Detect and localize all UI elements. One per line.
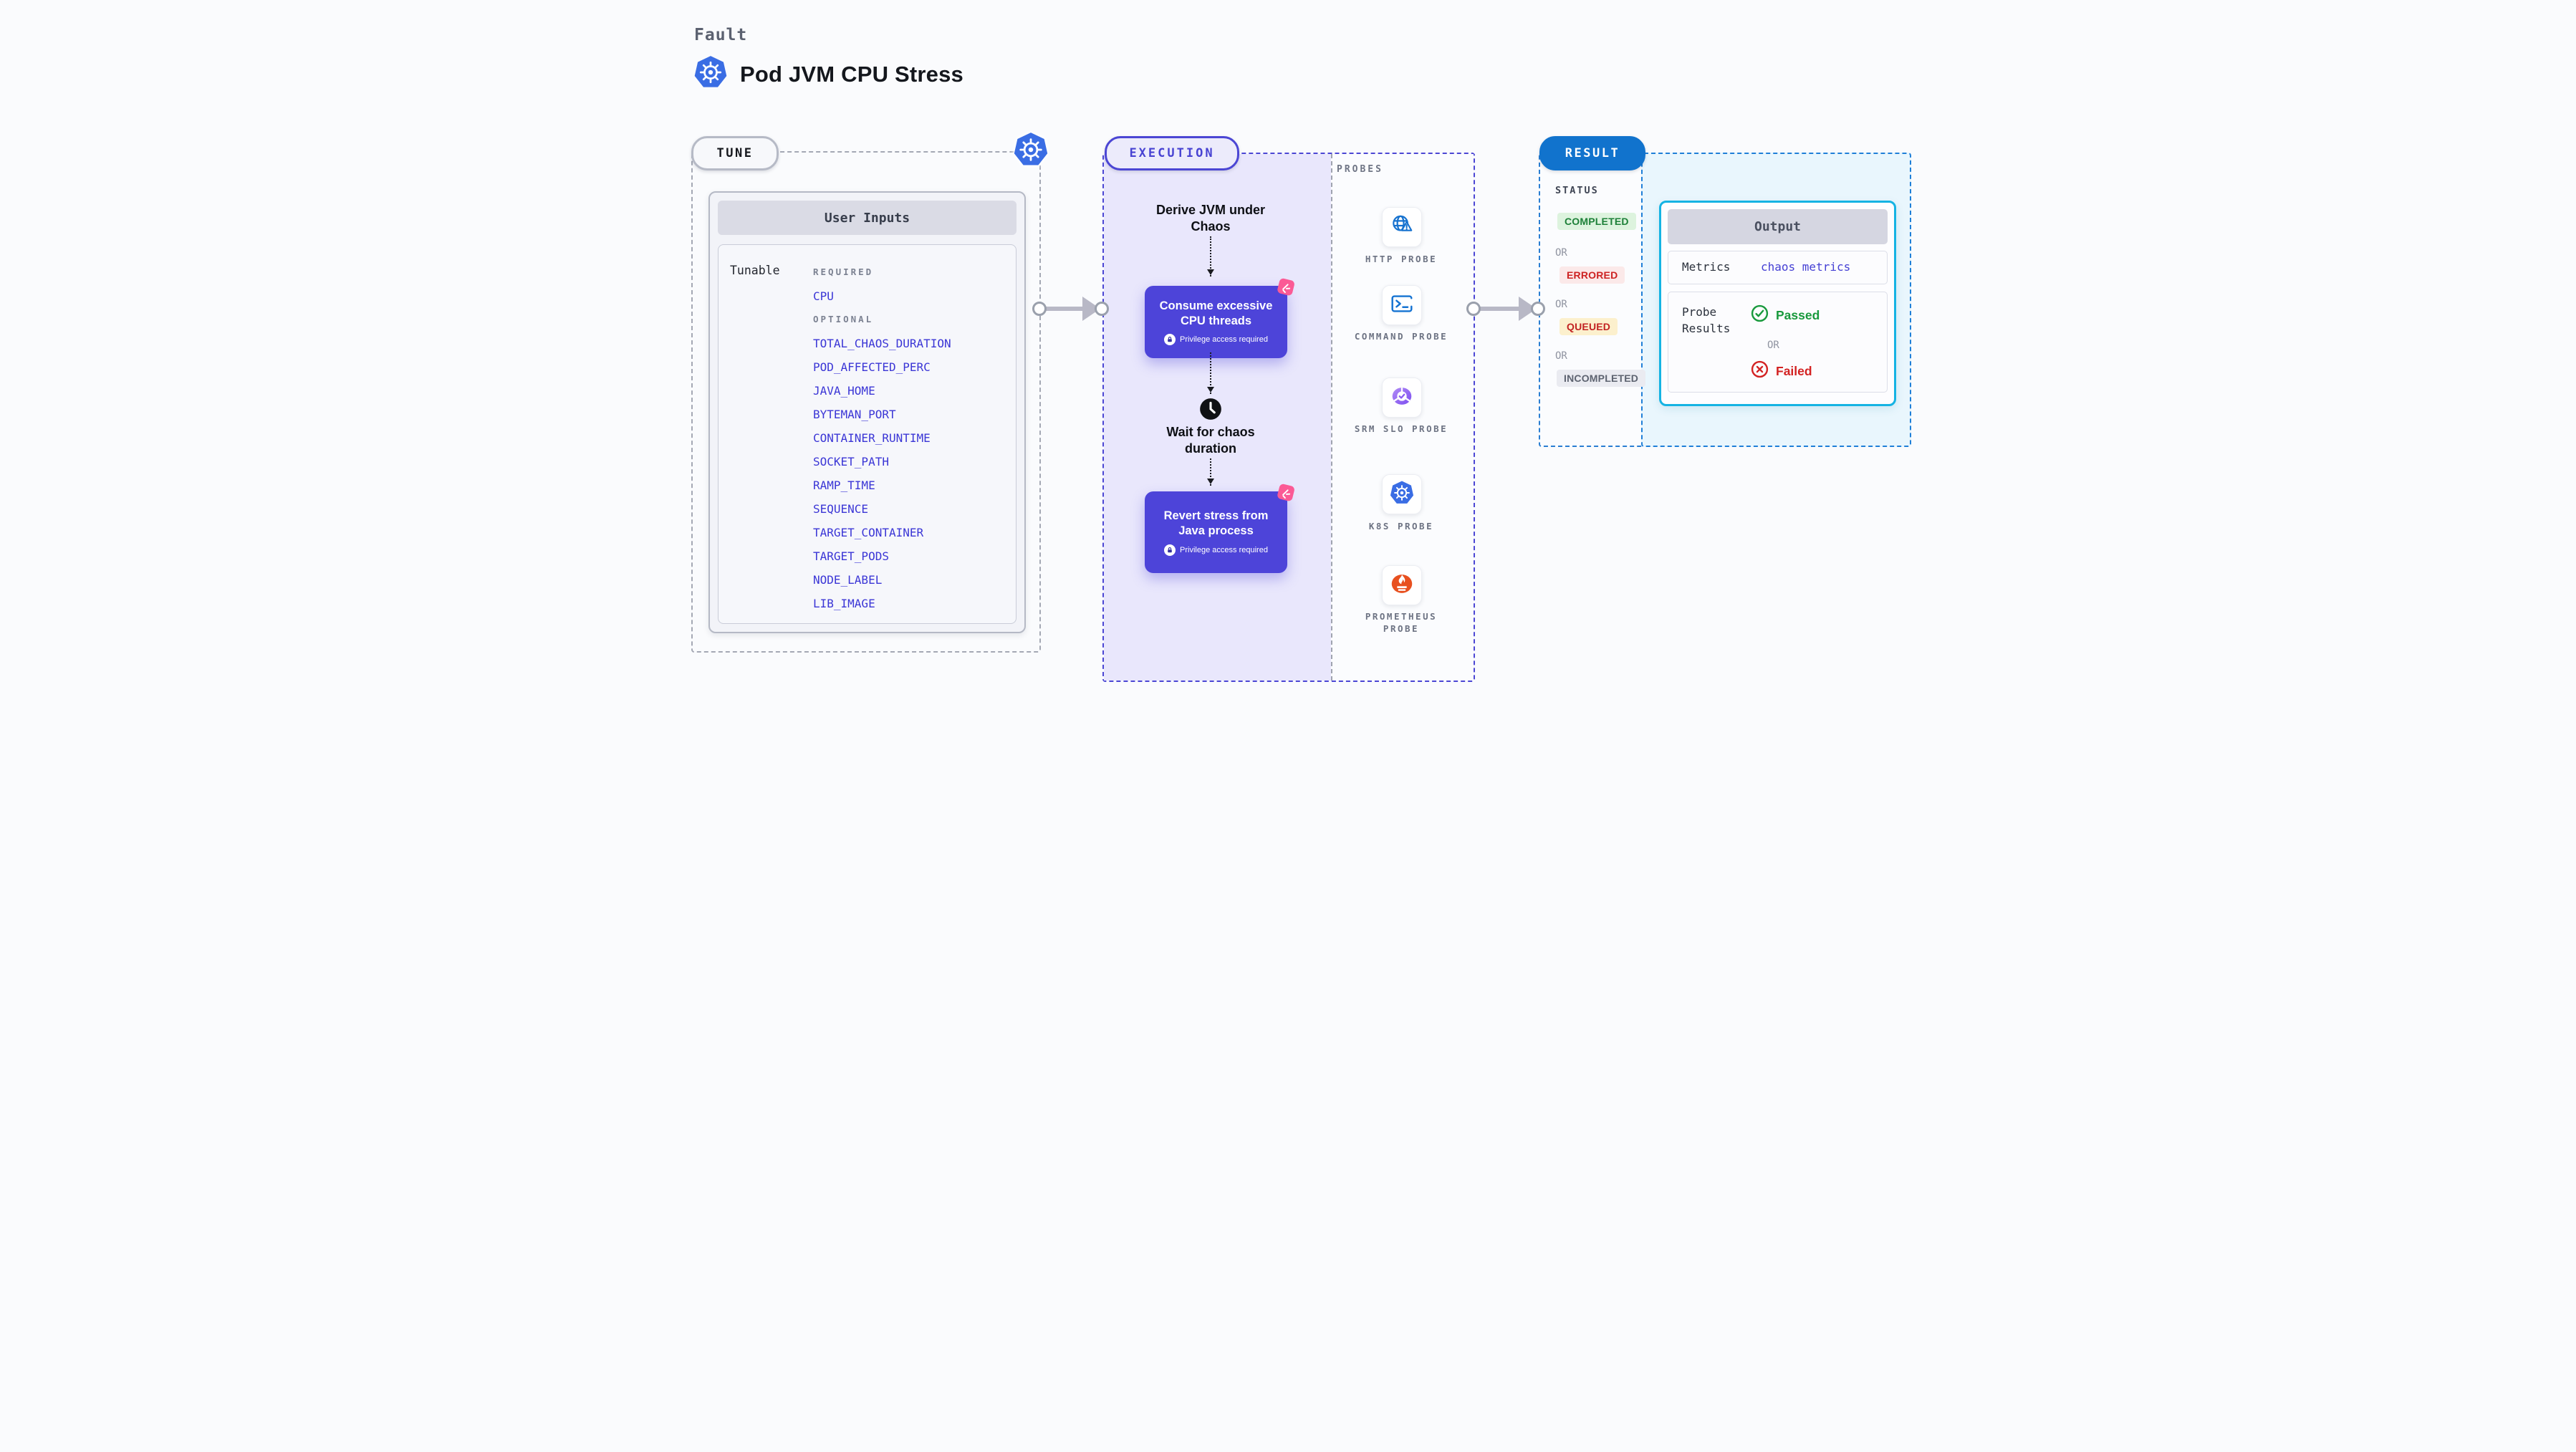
privilege-row: Privilege access required [1164, 334, 1268, 346]
command-probe-icon [1388, 290, 1416, 321]
probe-tile-k8s [1382, 474, 1422, 514]
prometheus-icon [1388, 570, 1416, 601]
param-item: TARGET_PODS [813, 549, 889, 563]
arrow-line [1043, 307, 1085, 311]
user-inputs-card: User Inputs Tunable REQUIRED CPU OPTIONA… [708, 191, 1026, 633]
http-probe-icon [1388, 212, 1416, 243]
or-separator: OR [1555, 350, 1567, 362]
output-card: Output Metrics chaos metrics Probe Resul… [1659, 201, 1896, 406]
param-item: BYTEMAN_PORT [813, 408, 896, 421]
privilege-row: Privilege access required [1164, 544, 1268, 556]
page-title-row: Pod JVM CPU Stress [693, 54, 963, 94]
metrics-row: Metrics chaos metrics [1668, 251, 1888, 284]
lock-icon [1164, 334, 1176, 346]
or-separator: OR [1555, 247, 1567, 259]
result-stage-pill: RESULT [1539, 136, 1645, 170]
param-item: POD_AFFECTED_PERC [813, 360, 931, 374]
status-badge-incompleted: INCOMPLETED [1557, 370, 1646, 387]
param-item: SEQUENCE [813, 502, 869, 516]
lock-icon [1164, 544, 1176, 556]
node-label: Revert stress from Java process [1163, 509, 1269, 537]
param-item: RAMP_TIME [813, 479, 875, 492]
kubernetes-icon [693, 54, 729, 94]
kubernetes-icon [1389, 480, 1415, 509]
execution-to-result-arrow [1466, 297, 1545, 321]
probe-tile-srm-slo [1382, 378, 1422, 418]
chaos-experiment-icon [1274, 481, 1298, 508]
passed-label: Passed [1776, 307, 1820, 322]
tune-to-execution-arrow [1032, 297, 1109, 321]
output-card-header: Output [1668, 209, 1888, 244]
probe-label: HTTP PROBE [1365, 254, 1438, 264]
execution-stage-pill: EXECUTION [1105, 136, 1239, 170]
passed-result: Passed [1751, 304, 1820, 326]
node-label: Consume excessive CPU threads [1159, 299, 1273, 327]
user-inputs-header: User Inputs [718, 201, 1017, 235]
node-revert-stress: Revert stress from Java process Privileg… [1145, 484, 1294, 573]
param-item: CPU [813, 289, 834, 303]
optional-heading: OPTIONAL [813, 314, 874, 324]
privilege-label: Privilege access required [1180, 335, 1268, 345]
privilege-label: Privilege access required [1180, 545, 1268, 554]
probes-heading: PROBES [1337, 164, 1383, 175]
step-wait-duration: Wait for chaos duration [1166, 425, 1255, 456]
clock-icon [1199, 398, 1222, 424]
or-separator: OR [1555, 299, 1567, 310]
metrics-value: chaos metrics [1761, 260, 1851, 274]
status-badge-queued: QUEUED [1559, 318, 1618, 335]
step-derive-jvm: Derive JVM under Chaos [1155, 203, 1266, 234]
connector-dot [1032, 302, 1047, 316]
result-status-box [1539, 153, 1644, 447]
probe-label: SRM SLO PROBE [1354, 423, 1448, 434]
status-badge-completed: COMPLETED [1557, 213, 1636, 230]
status-badge-errored: ERRORED [1559, 266, 1625, 284]
fault-eyebrow: Fault [694, 26, 748, 44]
connector-dot [1531, 302, 1545, 316]
tune-stage-pill: TUNE [691, 136, 779, 170]
arrow-line [1477, 307, 1522, 311]
check-circle-icon [1751, 304, 1769, 326]
probe-results-row: Probe Results Passed OR F [1668, 292, 1888, 393]
probe-tile-command [1382, 285, 1422, 325]
probe-label: K8S PROBE [1368, 521, 1434, 532]
param-item: CONTAINER_RUNTIME [813, 431, 931, 445]
param-item: NODE_LABEL [813, 573, 883, 587]
param-item: TOTAL_CHAOS_DURATION [813, 337, 951, 350]
tunable-row-label: Tunable [730, 264, 780, 277]
fault-diagram-page: Fault Pod JVM CPU Stress TUNE [644, 0, 1932, 726]
connector-dot [1095, 302, 1109, 316]
tunable-list-panel: Tunable REQUIRED CPU OPTIONAL TOTAL_CHAO… [718, 244, 1017, 624]
flow-dotted-arrow [1206, 236, 1214, 277]
metrics-label: Metrics [1682, 260, 1731, 274]
failed-label: Failed [1776, 363, 1812, 378]
param-item: JAVA_HOME [813, 384, 875, 398]
chaos-experiment-icon [1274, 275, 1298, 302]
param-item: TARGET_CONTAINER [813, 526, 924, 539]
page-title: Pod JVM CPU Stress [740, 61, 963, 87]
or-separator: OR [1767, 340, 1779, 351]
probe-results-label: Probe Results [1682, 305, 1731, 336]
failed-result: Failed [1751, 360, 1812, 382]
status-heading: STATUS [1555, 185, 1599, 196]
execution-flow-background [1104, 154, 1332, 681]
probe-label: COMMAND PROBE [1354, 331, 1448, 342]
kubernetes-icon [1012, 131, 1049, 172]
flow-dotted-arrow [1206, 352, 1214, 394]
node-consume-cpu: Consume excessive CPU threads Privilege … [1145, 278, 1294, 358]
param-item: SOCKET_PATH [813, 455, 889, 468]
connector-dot [1466, 302, 1481, 316]
x-circle-icon [1751, 360, 1769, 382]
probe-tile-prometheus [1382, 565, 1422, 605]
srm-slo-probe-icon [1388, 383, 1416, 413]
tunable-params-column: REQUIRED CPU OPTIONAL TOTAL_CHAOS_DURATI… [813, 261, 951, 615]
param-item: LIB_IMAGE [813, 597, 875, 610]
tune-section-box [691, 151, 1041, 653]
required-heading: REQUIRED [813, 266, 874, 277]
probe-label: PROMETHEUS PROBE [1365, 611, 1438, 634]
probe-tile-http [1382, 207, 1422, 247]
flow-dotted-arrow [1206, 458, 1214, 486]
